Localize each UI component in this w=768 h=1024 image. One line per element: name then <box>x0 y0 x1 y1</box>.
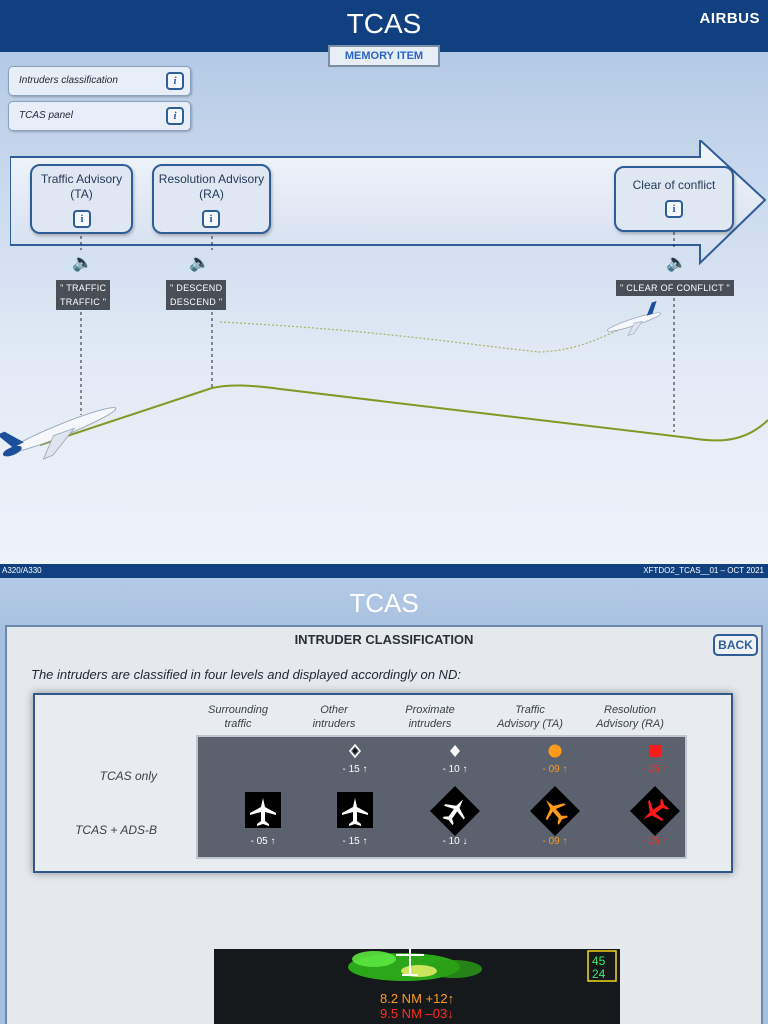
memory-item-button[interactable]: MEMORY ITEM <box>328 45 440 67</box>
callout-line: TRAFFIC " <box>60 297 107 307</box>
symbol-panel: - 15 ↑ - 10 ↑ - 09 ↑ - 05 ↑ <box>196 735 687 859</box>
aircraft-type: A320/A330 <box>2 566 42 575</box>
traffic-callout: " TRAFFIC TRAFFIC " <box>56 280 111 310</box>
phase-label: Traffic Advisory <box>40 172 123 186</box>
ra-symbol <box>610 743 700 764</box>
tcas-overview-screen: TCAS AIRBUS MEMORY ITEM Intruders classi… <box>0 0 768 578</box>
proximate-adsb-symbol <box>410 785 500 842</box>
info-icon[interactable]: i <box>166 107 184 125</box>
other-intruder-symbol <box>310 743 400 764</box>
descend-callout: " DESCEND DESCEND " <box>166 280 227 310</box>
phase-label: (RA) <box>199 187 224 201</box>
info-icon[interactable]: i <box>73 210 91 228</box>
value-label: - 09 ↑ <box>542 836 568 847</box>
value-label: - 05 ↑ <box>642 764 668 775</box>
phase-markers <box>80 232 675 432</box>
nd-box-top: 45 <box>592 954 606 968</box>
info-icon[interactable]: i <box>202 210 220 228</box>
phase-label: Clear of conflict <box>632 178 716 192</box>
footer-bar: A320/A330 XFTDO2_TCAS__01 – OCT 2021 <box>0 564 768 578</box>
flight-path-diagram <box>0 232 768 460</box>
page-title: TCAS <box>349 588 419 618</box>
airbus-logo: AIRBUS <box>699 10 760 27</box>
row-label-tcas-adsb: TCAS + ADS-B <box>75 823 157 837</box>
value-label: - 05 ↑ <box>642 836 668 847</box>
speaker-icon[interactable]: 🔈 <box>666 253 688 272</box>
header-bar: TCAS AIRBUS <box>0 0 768 52</box>
own-aircraft-icon <box>0 407 117 460</box>
intruder-aircraft-icon <box>606 300 662 337</box>
intro-text: The intruders are classified in four lev… <box>31 667 461 682</box>
value-label: - 09 ↑ <box>542 764 568 775</box>
tcas-panel-label: TCAS panel <box>19 110 73 121</box>
row-label-tcas-only: TCAS only <box>99 769 157 783</box>
callout-line: DESCEND " <box>170 297 223 307</box>
header-bar: TCAS <box>0 578 768 626</box>
own-aircraft-path <box>39 384 768 446</box>
nd-traffic-readout-ta: 8.2 NM +12↑ <box>380 991 455 1006</box>
callout-line: " DESCEND <box>170 283 223 293</box>
weather-radar-returns: 45 24 <box>348 949 617 982</box>
intruder-classification-screen: TCAS INTRUDER CLASSIFICATION BACK The in… <box>0 578 768 1024</box>
intruder-path <box>219 319 641 353</box>
value-label: - 15 ↑ <box>342 764 368 775</box>
info-icon[interactable]: i <box>665 200 683 218</box>
callout-line: " CLEAR OF CONFLICT " <box>620 283 731 293</box>
ra-adsb-symbol <box>610 785 700 842</box>
intruders-classification-button[interactable]: Intruders classification i <box>8 66 191 96</box>
proximate-intruder-symbol <box>410 743 500 764</box>
document-reference: XFTDO2_TCAS__01 – OCT 2021 <box>643 566 764 575</box>
other-adsb-symbol <box>310 789 400 838</box>
nd-traffic-readout-ra: 9.5 NM –03↓ <box>380 1006 454 1021</box>
speaker-icon[interactable]: 🔈 <box>189 253 211 272</box>
intruders-classification-label: Intruders classification <box>19 75 118 86</box>
clear-of-conflict-phase[interactable]: Clear of conflict i <box>614 166 734 232</box>
classification-sheet: INTRUDER CLASSIFICATION BACK The intrude… <box>5 625 763 1024</box>
navigation-display-excerpt: 45 24 8.2 NM +12↑ 9.5 NM –03↓ <box>214 949 620 1024</box>
ta-symbol <box>510 743 600 764</box>
info-icon[interactable]: i <box>166 72 184 90</box>
surrounding-adsb-symbol <box>218 789 308 838</box>
value-label: - 10 ↑ <box>442 764 468 775</box>
back-button[interactable]: BACK <box>713 634 758 656</box>
phase-label: (TA) <box>70 187 93 201</box>
value-label: - 10 ↓ <box>442 836 468 847</box>
section-title: INTRUDER CLASSIFICATION <box>294 632 474 647</box>
clear-of-conflict-callout: " CLEAR OF CONFLICT " <box>616 280 735 296</box>
resolution-advisory-phase[interactable]: Resolution Advisory (RA) i <box>152 164 271 234</box>
speaker-icon[interactable]: 🔈 <box>72 253 94 272</box>
nd-box-bottom: 24 <box>592 967 606 981</box>
phase-label: Resolution Advisory <box>158 172 265 186</box>
value-label: - 15 ↑ <box>342 836 368 847</box>
tcas-panel-button[interactable]: TCAS panel i <box>8 101 191 131</box>
ta-adsb-symbol <box>510 785 600 842</box>
callout-line: " TRAFFIC <box>60 283 107 293</box>
traffic-advisory-phase[interactable]: Traffic Advisory (TA) i <box>30 164 133 234</box>
page-title: TCAS <box>346 8 422 39</box>
value-label: - 05 ↑ <box>250 836 276 847</box>
